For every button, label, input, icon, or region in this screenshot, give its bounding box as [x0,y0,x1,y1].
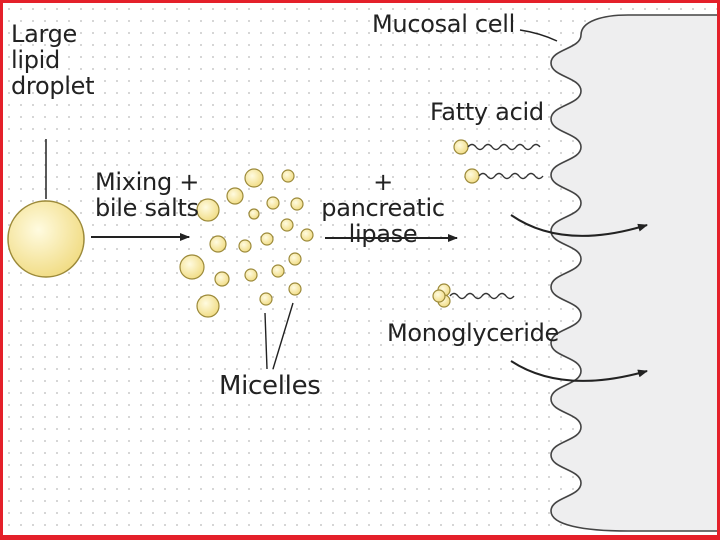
fatty-acid-head [453,139,469,155]
fatty-acid-tail [478,172,544,180]
micelle [288,282,302,296]
mucosal-cell-leader-line [519,29,558,42]
fatty-acid-label: Fatty acid [430,98,544,126]
micelle [300,228,314,242]
micelle [259,292,273,306]
micelles-leader-line [272,302,294,370]
micelles-label: Micelles [219,371,321,401]
lipid-digestion-diagram [7,14,717,532]
micelle [244,268,258,282]
monoglyceride-tail [449,292,515,300]
micelle [290,197,304,211]
micelle [281,169,295,183]
absorption-arrow [510,214,648,237]
fatty-acid-head [464,168,480,184]
micelle [196,294,220,318]
monoglyceride-head [432,289,446,303]
micelle [226,187,244,205]
fatty-acid-molecules [453,139,544,184]
label-line: lipid [11,46,60,74]
micelle [209,235,227,253]
absorption-arrow [510,360,648,382]
micelles-leader-line [264,312,268,370]
monoglyceride-label: Monoglyceride [387,319,559,347]
label-line: droplet [11,72,95,100]
micelle [196,198,220,222]
micelle [266,196,280,210]
micelle [238,239,252,253]
large-lipid-droplet-label: Large lipid droplet [11,20,95,100]
micelles-cluster [179,168,314,318]
label-line: lipase [348,220,418,248]
micelle [214,271,230,287]
monoglyceride-molecule [432,283,515,308]
micelle [271,264,285,278]
large-lipid-droplet [7,200,85,278]
micelle [244,168,264,188]
label-line: + pancreatic [321,168,445,222]
micelle [280,218,294,232]
micelle [248,208,260,220]
mucosal-cell [550,14,717,532]
micelle [260,232,274,246]
micelle [288,252,302,266]
label-line: Large [11,20,78,48]
micelle [179,254,205,280]
mucosal-cell-label: Mucosal cell [372,10,516,38]
label-line: bile salts [95,194,199,222]
fatty-acid-tail [467,143,541,151]
mixing-label: Mixing + bile salts [95,169,199,221]
pancreatic-lipase-label: + pancreatic lipase [313,169,453,247]
label-line: Mixing + [95,168,200,196]
